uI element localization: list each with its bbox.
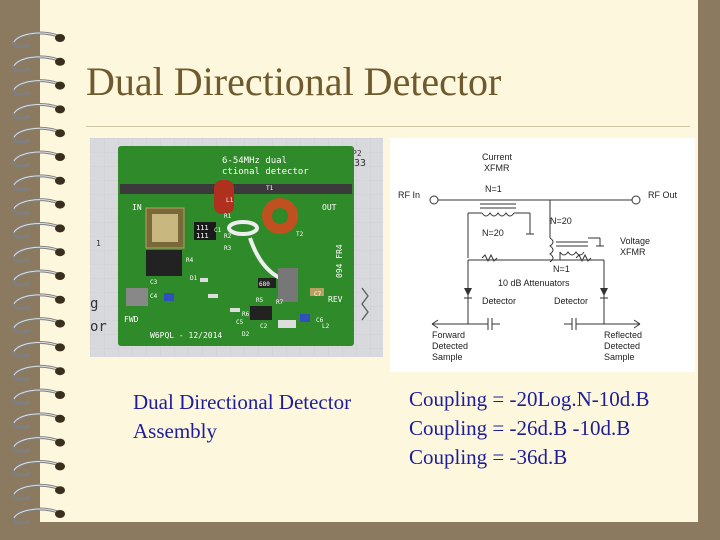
spiral-ring: [12, 388, 65, 406]
pcb-designator: L1: [226, 197, 234, 204]
coupling-equations: Coupling = -20Log.N-10d.B Coupling = -26…: [409, 385, 650, 472]
spiral-ring: [12, 31, 65, 49]
current-toroid: [214, 180, 234, 214]
rf-out-connector: [631, 195, 641, 205]
pcb-designator: C2: [260, 323, 268, 330]
board-title-line2: ctional detector: [222, 167, 309, 177]
label-forward: Forward: [432, 330, 465, 340]
label-rf-in: RF In: [398, 190, 420, 200]
pcb-designator: R5: [256, 297, 264, 304]
label-detector-right: Detector: [554, 296, 588, 306]
spiral-ring: [12, 364, 65, 382]
spiral-ring: [12, 507, 65, 525]
forward-detector-diode: [464, 288, 472, 296]
board-label-author: W6PQL - 12/2014: [150, 331, 222, 340]
pcb-designator: R4: [186, 257, 194, 264]
pcb-designator: C3: [150, 279, 158, 286]
spiral-ring: [12, 269, 65, 287]
pcb-designator: T1: [266, 185, 274, 192]
spiral-ring: [12, 103, 65, 120]
pcb-designator: D1: [190, 275, 198, 282]
label-n20-left: N=20: [482, 228, 504, 238]
label-attenuators: 10 dB Attenuators: [498, 278, 570, 288]
component-marking: 680: [259, 281, 270, 288]
pcb-designator: C1: [214, 227, 222, 234]
spiral-ring: [12, 198, 65, 215]
spiral-ring: [12, 460, 65, 477]
photo-bg-text-1: 1: [96, 239, 101, 248]
caption-line-2: Assembly: [133, 419, 217, 443]
label-n1-bottom: N=1: [553, 264, 570, 274]
caption-line-1: Dual Directional Detector: [133, 390, 352, 414]
board-label-fwd: FWD: [124, 315, 139, 324]
spiral-ring: [12, 317, 65, 334]
pcb-designator: C5: [236, 319, 244, 326]
pcb-designator: R1: [224, 213, 232, 220]
photo-bg-text-g: g: [90, 296, 98, 312]
photo-caption: Dual Directional Detector Assembly: [133, 388, 351, 446]
label-voltage-xfmr: XFMR: [620, 247, 646, 257]
pcb-designator: D2: [242, 331, 250, 338]
coupler-schematic: Current XFMR RF In RF Out N=1 N=20 N=20 …: [390, 138, 695, 372]
board-title-line1: 6-54MHz dual: [222, 156, 287, 166]
spiral-ring: [12, 222, 65, 239]
label-voltage: Voltage: [620, 236, 650, 246]
coupling-line-3: Coupling = -36d.B: [409, 445, 568, 469]
photo-bg-text-or: or: [90, 319, 107, 335]
label-forward-sample: Sample: [432, 352, 463, 362]
pcb-designator: R3: [224, 245, 232, 252]
pcb-designator: T2: [296, 231, 304, 238]
label-n20-right: N=20: [550, 216, 572, 226]
label-rf-out: RF Out: [648, 190, 678, 200]
board-label-rev: REV: [328, 295, 343, 304]
spiral-binding: [12, 31, 65, 525]
photo-label-p2: P2: [352, 149, 362, 158]
rf-in-connector: [429, 195, 439, 205]
board-label-out: OUT: [322, 203, 337, 212]
pcb-designator: R6: [242, 311, 250, 318]
pcb-designator: C6: [316, 317, 324, 324]
pcb-designator: R2: [224, 233, 232, 240]
spiral-ring: [12, 483, 65, 501]
label-reflected-detected: Detected: [604, 341, 640, 351]
spiral-ring: [12, 412, 65, 429]
board-part-number: 094 FR4: [335, 244, 344, 278]
label-reflected-sample: Sample: [604, 352, 635, 362]
pcb-designator: R7: [276, 299, 284, 306]
coupling-line-1: Coupling = -20Log.N-10d.B: [409, 387, 650, 411]
pcb-designator: C4: [150, 293, 158, 300]
label-current: Current: [482, 152, 513, 162]
label-forward-detected: Detected: [432, 341, 468, 351]
coupling-line-2: Coupling = -26d.B -10d.B: [409, 416, 631, 440]
slide-title: Dual Directional Detector: [86, 59, 502, 104]
spiral-ring: [12, 293, 65, 310]
pcb-designator: C7: [314, 291, 322, 298]
spiral-ring: [12, 126, 65, 144]
chip-marking-2: 111: [196, 232, 209, 240]
label-reflected: Reflected: [604, 330, 642, 340]
spiral-ring: [12, 341, 65, 358]
spiral-ring: [12, 79, 65, 96]
photo-label-33: 33: [354, 158, 366, 169]
reflected-detector-diode: [600, 288, 608, 296]
chip-marking-1: 111: [196, 224, 209, 232]
label-current-xfmr: XFMR: [484, 163, 510, 173]
label-n1-top: N=1: [485, 184, 502, 194]
spiral-ring: [12, 174, 65, 191]
label-detector-left: Detector: [482, 296, 516, 306]
title-divider: [86, 126, 690, 127]
spiral-ring: [12, 55, 65, 72]
spiral-ring: [12, 436, 65, 453]
pcb-photo: P2 33 g or 1 6-54MHz dual ctional detect…: [90, 138, 383, 357]
spiral-ring: [12, 245, 65, 263]
pcb-designator: L2: [322, 323, 330, 330]
spiral-ring: [12, 150, 65, 168]
board-label-in: IN: [132, 203, 142, 212]
